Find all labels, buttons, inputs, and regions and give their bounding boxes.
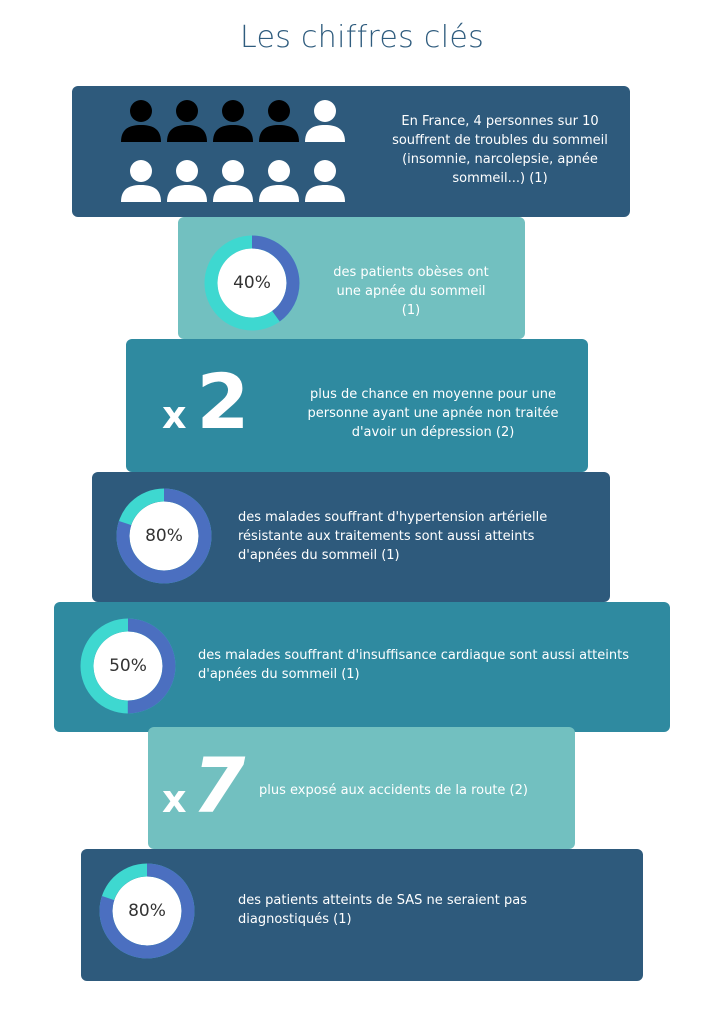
stat-text-undiagnosed: des patients atteints de SAS ne seraient… <box>238 893 528 927</box>
donut-chart: 40% <box>204 235 300 331</box>
stat-block-undiagnosed: 80% des patients atteints de SAS ne sera… <box>81 849 643 981</box>
person-icon <box>166 98 208 146</box>
donut-label: 40% <box>233 273 271 293</box>
donut-value-arc <box>80 618 176 714</box>
stat-block-road-accidents: x7 plus exposé aux accidents de la route… <box>148 727 575 849</box>
stat-block-heart-failure: 50% des malades souffrant d'insuffisance… <box>54 602 670 732</box>
person-icon <box>212 98 254 146</box>
stat-text-hypertension: des malades souffrant d'hypertension art… <box>238 510 548 563</box>
person-icon <box>120 98 162 146</box>
donut-center <box>93 631 163 701</box>
multiplier-x: x <box>162 393 187 437</box>
donut-value-arc <box>116 488 212 584</box>
donut-value-arc <box>99 863 195 959</box>
stat-text-obesity: des patients obèses ont une apnée du som… <box>333 265 489 318</box>
stat-text-road-accidents: plus exposé aux accidents de la route (2… <box>259 783 528 798</box>
person-icon <box>166 158 208 206</box>
person-icon <box>258 158 300 206</box>
donut-center <box>129 501 199 571</box>
page-title: Les chiffres clés <box>239 20 485 55</box>
person-icon <box>304 98 346 146</box>
people-icons <box>120 98 352 208</box>
multiplier-number: 2 <box>196 357 250 446</box>
multiplier-x: x <box>162 777 187 821</box>
stat-text-depression: plus de chance en moyenne pour une perso… <box>307 387 559 440</box>
person-icon <box>212 158 254 206</box>
donut-center <box>112 876 182 946</box>
donut-chart: 80% <box>116 488 212 584</box>
donut-label: 80% <box>128 901 166 921</box>
donut-chart: 50% <box>80 618 176 714</box>
donut-value-arc <box>204 235 300 331</box>
stat-text-people: En France, 4 personnes sur 10 souffrent … <box>392 114 608 186</box>
stat-block-people: En France, 4 personnes sur 10 souffrent … <box>72 86 630 217</box>
multiplier-x7: x7 <box>162 741 245 830</box>
stat-block-obesity: 40% des patients obèses ont une apnée du… <box>178 217 525 339</box>
person-icon <box>304 158 346 206</box>
stat-text-heart-failure: des malades souffrant d'insuffisance car… <box>198 648 629 682</box>
multiplier-number: 7 <box>192 741 246 830</box>
person-icon <box>120 158 162 206</box>
donut-center <box>217 248 287 318</box>
stat-block-hypertension: 80% des malades souffrant d'hypertension… <box>92 472 610 602</box>
person-icon <box>258 98 300 146</box>
donut-chart: 80% <box>99 863 195 959</box>
donut-label: 50% <box>109 656 147 676</box>
donut-label: 80% <box>145 526 183 546</box>
